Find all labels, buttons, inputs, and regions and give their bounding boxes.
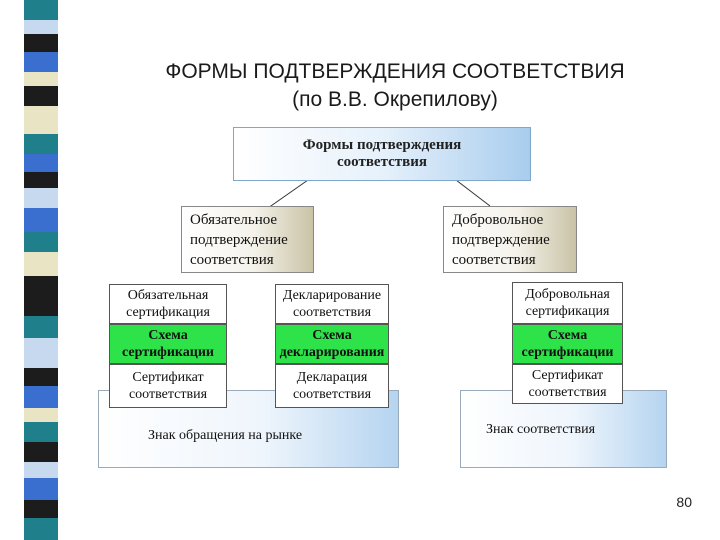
voluntary-scheme-line-1: Схема: [547, 328, 588, 343]
mandatory-certification-box: Обязательная сертификация: [109, 284, 227, 324]
mandatory-certification-line-2: сертификация: [126, 305, 210, 320]
declaration-doc-box: Декларация соответствия: [275, 364, 389, 408]
slide-subtitle: (по В.В. Окрепилову): [292, 88, 498, 111]
voluntary-certificate-line-1: Сертификат: [531, 368, 604, 383]
mandatory-certificate-box: Сертификат соответствия: [109, 364, 227, 408]
mandatory-header-line-1: Обязательное: [190, 211, 278, 228]
root-forms-box: Формы подтверждения соответствия: [233, 127, 531, 181]
mandatory-header-box: Обязательное подтверждение соответствия: [181, 206, 314, 273]
declaration-line-1: Декларирование: [282, 288, 382, 303]
voluntary-header-line-1: Добровольное: [452, 211, 544, 228]
mandatory-certificate-line-1: Сертификат: [132, 370, 204, 385]
mandatory-scheme-line-1: Схема: [148, 328, 188, 343]
market-mark-label: Знак обращения на рынке: [148, 428, 303, 443]
root-line-1: Формы подтверждения: [302, 137, 462, 153]
voluntary-scheme-line-2: сертификации: [521, 345, 614, 360]
mandatory-header-line-3: соответствия: [190, 251, 274, 268]
declaration-line-2: соответствия: [292, 305, 372, 320]
declaration-scheme-line-1: Схема: [312, 328, 352, 343]
mandatory-scheme-line-2: сертификации: [122, 345, 214, 360]
declaration-scheme-box: Схема декларирования: [275, 324, 389, 364]
declaration-doc-line-2: соответствия: [292, 387, 372, 402]
voluntary-certification-box: Добровольная сертификация: [512, 282, 623, 324]
slide-title: ФОРМЫ ПОДТВЕРЖДЕНИЯ СООТВЕТСТВИЯ: [165, 60, 625, 83]
root-line-2: соответствия: [336, 154, 428, 170]
mandatory-header-line-2: подтверждение: [190, 231, 288, 248]
voluntary-header-box: Добровольное подтверждение соответствия: [443, 206, 577, 273]
voluntary-header-line-3: соответствия: [452, 251, 536, 268]
page-number: 80: [676, 494, 692, 510]
mandatory-certificate-line-2: соответствия: [128, 387, 208, 402]
voluntary-certificate-box: Сертификат соответствия: [512, 364, 623, 404]
voluntary-certification-scheme-box: Схема сертификации: [512, 324, 623, 364]
declaration-scheme-line-2: декларирования: [279, 345, 385, 360]
voluntary-header-line-2: подтверждение: [452, 231, 550, 248]
declaration-doc-line-1: Декларация: [296, 370, 368, 385]
mandatory-certification-scheme-box: Схема сертификации: [109, 324, 227, 364]
voluntary-certification-line-2: сертификация: [525, 304, 610, 319]
declaration-box: Декларирование соответствия: [275, 284, 389, 324]
conformity-mark-label: Знак соответствия: [486, 422, 596, 437]
voluntary-certificate-line-2: соответствия: [528, 385, 607, 400]
mandatory-certification-line-1: Обязательная: [127, 288, 209, 303]
voluntary-certification-line-1: Добровольная: [525, 287, 610, 302]
